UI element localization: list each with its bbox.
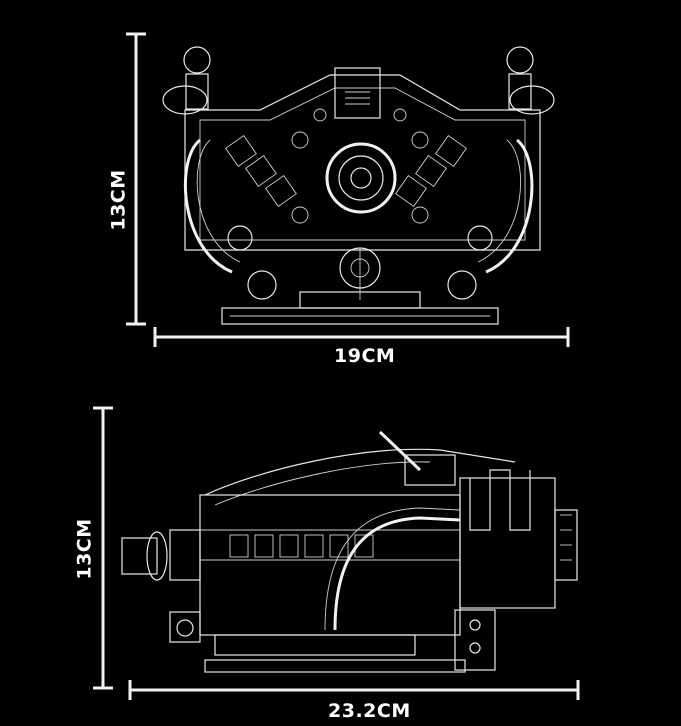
front-left-turbo xyxy=(162,46,241,274)
front-engine-block xyxy=(184,74,541,251)
front-width-label: 19CM xyxy=(334,345,396,367)
side-oil-pan xyxy=(214,634,416,656)
side-width-dimension xyxy=(128,680,580,700)
side-height-label: 13CM xyxy=(73,518,96,580)
front-right-turbo xyxy=(477,46,555,274)
front-width-dimension xyxy=(153,327,570,347)
side-top-cover xyxy=(204,448,516,496)
side-engine-block xyxy=(199,494,461,636)
front-height-dimension xyxy=(126,32,146,326)
front-intake-box xyxy=(334,67,381,119)
side-turbo-pipe xyxy=(378,430,422,472)
side-rear-assembly xyxy=(459,477,556,609)
side-width-label: 23.2CM xyxy=(328,700,411,722)
side-height-dimension xyxy=(93,406,113,690)
front-height-label: 13CM xyxy=(107,169,130,231)
side-view-engine xyxy=(121,430,578,673)
front-view-engine xyxy=(162,46,555,325)
side-coolant-hose xyxy=(333,516,461,631)
front-main-pulley xyxy=(325,142,397,214)
side-left-intake xyxy=(121,537,158,575)
